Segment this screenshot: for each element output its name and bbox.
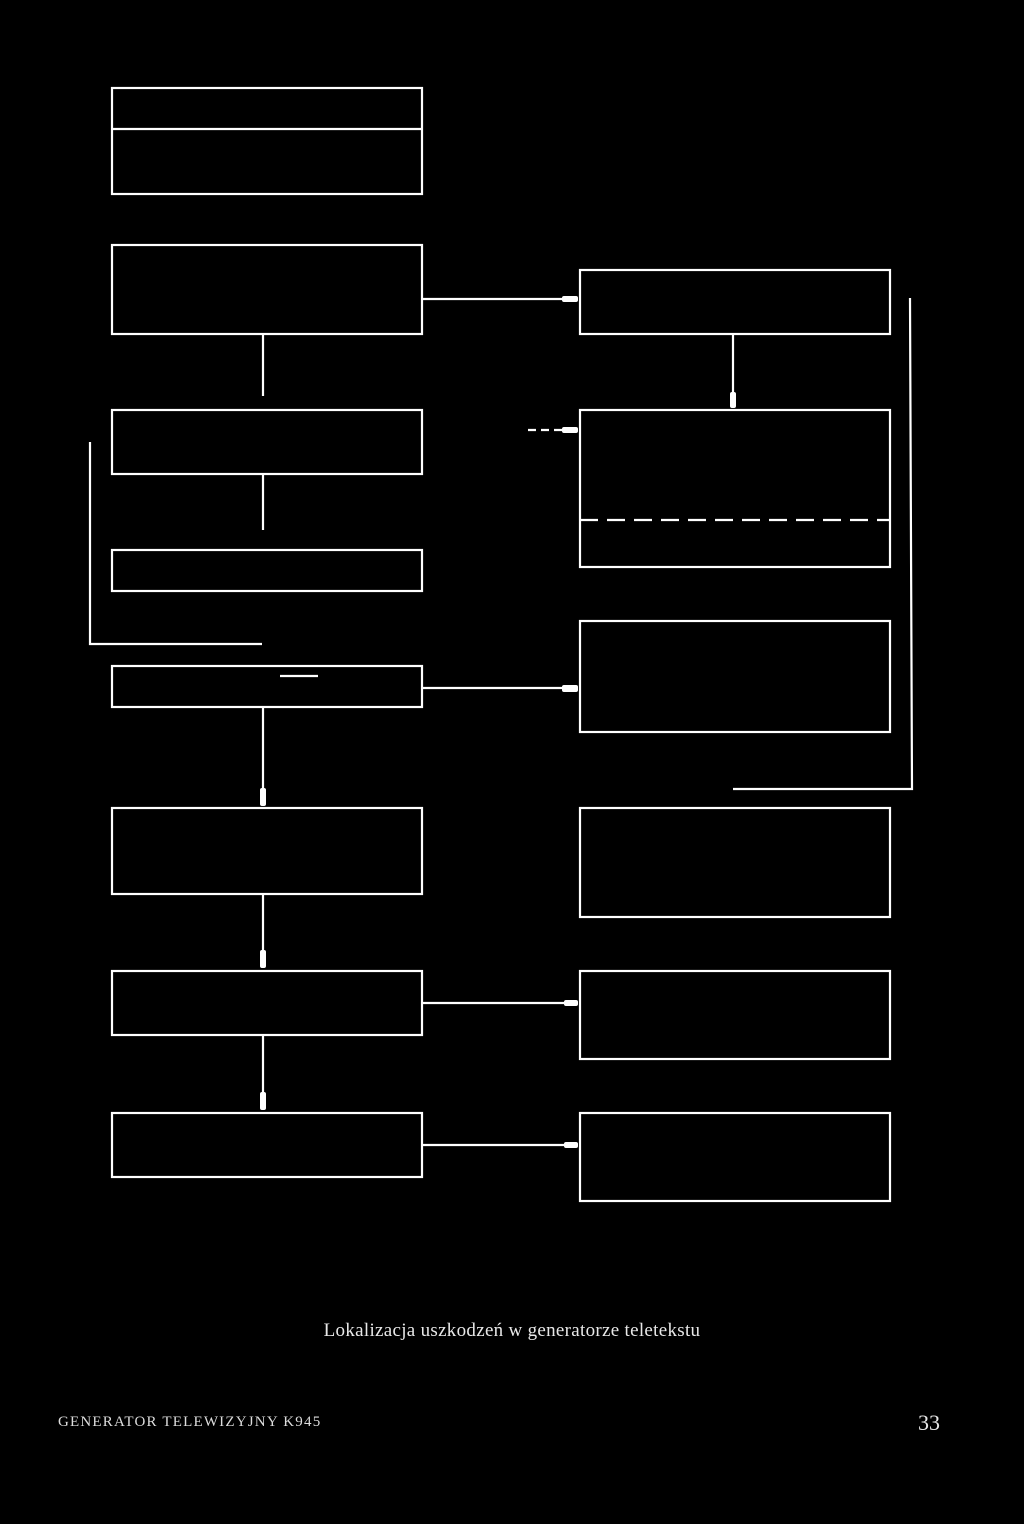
left-box-3 — [110, 408, 424, 476]
right-box-6 — [578, 1111, 892, 1203]
arrowhead-down-left8 — [260, 1092, 266, 1110]
page-number: 33 — [918, 1410, 940, 1435]
left-box-8 — [110, 1111, 424, 1179]
left-box-6 — [110, 806, 424, 896]
arrowhead-right2 — [562, 427, 578, 433]
arrowhead-down-right2 — [730, 392, 736, 408]
right-box-5 — [578, 969, 892, 1061]
left-box-1 — [110, 86, 424, 196]
arrowhead-right6 — [564, 1142, 578, 1148]
feedback-loop-right — [733, 297, 914, 791]
figure-caption: Lokalizacja uszkodzeń w generatorze tele… — [323, 1320, 701, 1341]
left-box-2 — [110, 243, 424, 336]
right-box-2 — [578, 408, 892, 569]
arrowhead-down-left6 — [260, 788, 266, 806]
arrowhead-right1 — [562, 296, 578, 302]
left-box-7 — [110, 969, 424, 1037]
right-box-4 — [578, 806, 892, 919]
arrowhead-down-left7 — [260, 950, 266, 968]
right-box-1 — [578, 268, 892, 336]
feedback-loop-left — [88, 442, 262, 646]
left-box-5 — [110, 664, 424, 709]
arrowhead-right5 — [564, 1000, 578, 1006]
arrowhead-right3 — [562, 685, 578, 692]
left-box-4 — [110, 548, 424, 593]
footer-title: GENERATOR TELEWIZYJNY K945 — [58, 1414, 322, 1430]
right-box-3 — [578, 619, 892, 734]
